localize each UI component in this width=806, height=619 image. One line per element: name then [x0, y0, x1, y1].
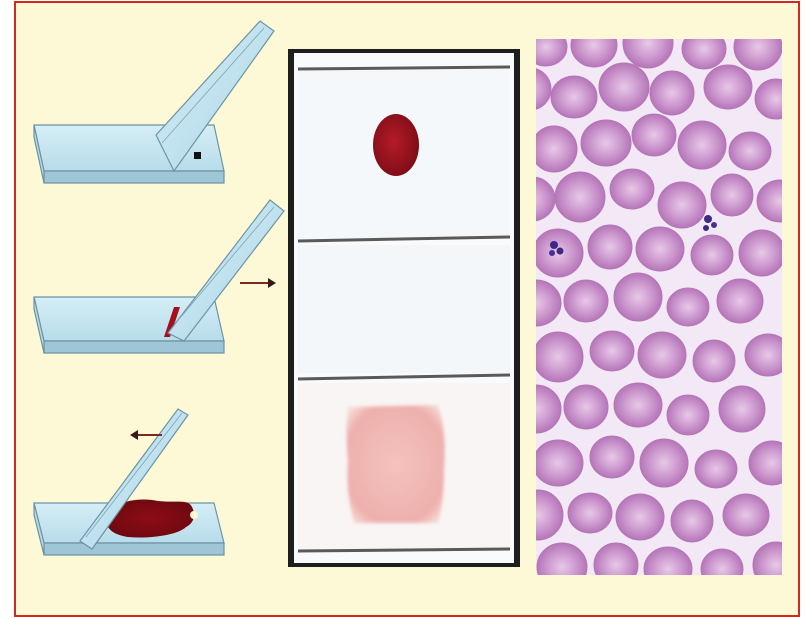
red-blood-cell: [640, 439, 688, 487]
red-blood-cell: [711, 174, 753, 216]
red-blood-cell: [599, 63, 649, 111]
slide-1-photo: [298, 67, 510, 241]
red-blood-cell: [536, 332, 583, 382]
red-blood-cell: [590, 331, 634, 371]
red-blood-cell: [614, 383, 662, 427]
red-blood-cell: [693, 340, 735, 382]
red-blood-cell: [667, 395, 709, 435]
step-2-illustration: [34, 200, 284, 353]
red-blood-cell: [678, 121, 726, 169]
red-blood-cell: [564, 280, 608, 322]
red-blood-cell: [667, 288, 709, 326]
smear-steps-panel: [28, 15, 290, 565]
red-blood-cell: [638, 332, 686, 378]
blood-drop: [194, 152, 201, 159]
red-blood-cell: [632, 114, 676, 156]
red-blood-cell: [671, 500, 713, 542]
slide-3-photo: [298, 383, 510, 551]
red-blood-cell: [588, 225, 632, 269]
red-blood-cell: [536, 126, 577, 172]
red-blood-cell: [691, 235, 733, 275]
red-blood-cell: [723, 494, 769, 536]
red-blood-cell: [729, 132, 771, 170]
red-blood-cell: [658, 182, 706, 228]
red-blood-cell: [555, 172, 605, 222]
blood-smear: [347, 405, 445, 523]
red-blood-cell: [704, 65, 752, 109]
spreader-slide: [168, 200, 284, 341]
slide-photos-panel: [288, 49, 520, 567]
red-blood-cell: [719, 386, 765, 432]
blood-drop: [373, 114, 419, 176]
red-blood-cell: [739, 230, 782, 276]
red-blood-cell: [551, 76, 597, 118]
red-blood-cell: [636, 227, 684, 271]
red-blood-cell: [614, 273, 662, 321]
red-blood-cell: [717, 279, 763, 323]
figure-frame: [14, 1, 800, 617]
slide-2-photo: [298, 245, 510, 379]
micrograph-panel: [536, 39, 782, 575]
red-blood-cell: [568, 493, 612, 533]
red-blood-cell: [564, 385, 608, 429]
arrow-right-icon: [240, 278, 276, 288]
red-blood-cell: [536, 440, 583, 486]
red-blood-cell: [581, 120, 631, 166]
step-1-illustration: [34, 21, 274, 183]
red-blood-cell: [590, 436, 634, 478]
red-blood-cell: [610, 169, 654, 209]
red-blood-cell: [695, 450, 737, 488]
step-3-illustration: [34, 409, 224, 555]
red-blood-cell: [616, 494, 664, 540]
red-blood-cell: [650, 71, 694, 115]
